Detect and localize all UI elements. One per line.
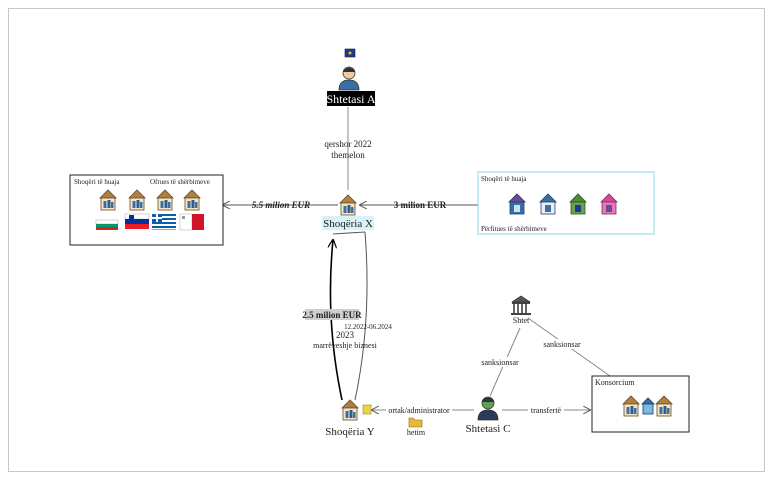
right-box-label-beneficiaries: Përfitues të shërbimeve	[481, 225, 547, 233]
right-box-label-foreign: Shoqëri të huaja	[481, 175, 527, 183]
edge-y-x-year: 2023	[336, 330, 355, 340]
right-box-company-green-icon	[569, 193, 587, 215]
edge-shtet-c-label: sanksionsar	[481, 358, 519, 367]
consortium-box	[591, 375, 690, 433]
slovenia-flag-icon	[124, 213, 150, 229]
bulgaria-flag-icon	[95, 219, 119, 230]
edge-c-consortium-label: transfertë	[531, 406, 562, 415]
left-box-label-foreign: Shoqëri të huaja	[74, 178, 120, 186]
node-shoqeria-x-bg	[322, 216, 374, 230]
amount-highlight	[305, 309, 359, 320]
consortium-company-2-icon	[641, 397, 655, 415]
right-box-company-blue-icon	[508, 193, 526, 215]
greece-flag-icon	[152, 214, 176, 230]
eu-flag-star	[348, 51, 352, 55]
person-icon-shtetasi-a	[338, 66, 360, 91]
node-shtetasi-a: Shtetasi A	[326, 92, 375, 106]
hetim-label: hetim	[407, 428, 426, 437]
edge-y-x-amount: 2.5 milion EUR	[302, 310, 362, 320]
right-box	[477, 171, 655, 235]
node-shtet: Shtet	[513, 316, 530, 325]
person-icon-shtetasi-c	[477, 396, 499, 421]
consortium-box-label: Konsorcium	[595, 378, 635, 387]
edge-a-x-label2: themelon	[331, 150, 365, 160]
house-icon-shoqeria-y	[341, 399, 359, 421]
edge-y-x-connector	[332, 231, 366, 235]
right-box-company-pink-icon	[600, 193, 618, 215]
node-shoqeria-y: Shoqëria Y	[325, 426, 374, 438]
edge-y-x-relation-label: marrëveshje biznesi	[313, 341, 378, 350]
malta-flag-icon	[179, 213, 204, 231]
edge-c-y-label: ortak/administrator	[388, 406, 450, 415]
government-building-icon	[511, 295, 531, 315]
edge-a-x-label1: qershor 2022	[324, 139, 371, 149]
node-shtetasi-c: Shtetasi C	[466, 423, 511, 435]
edge-c-consortium-label-bg	[528, 405, 564, 415]
edge-x-left-label: 5.5 milion EUR	[252, 200, 310, 210]
edge-y-x-relation	[354, 231, 368, 401]
edge-c-y-label-bg	[386, 405, 452, 415]
right-box-company-light-icon	[539, 193, 557, 215]
folder-icon-hetim	[408, 417, 423, 428]
edge-shtet-consortium-label-bg	[540, 339, 584, 349]
edge-y-x-date: 12.2022-06.2024	[344, 323, 392, 331]
folder-icon-small	[362, 404, 372, 415]
left-box-label-services: Ofrues të shërbimeve	[150, 178, 210, 186]
node-shtetasi-a-bg	[327, 91, 375, 106]
edge-shtet-consortium-label: sanksionsar	[543, 340, 581, 349]
edge-right-x-label: 3 milion EUR	[394, 200, 447, 210]
node-shoqeria-x: Shoqëria X	[323, 218, 373, 230]
house-icon-shoqeria-x	[339, 194, 357, 216]
edge-shtet-c-label-bg	[478, 357, 522, 367]
